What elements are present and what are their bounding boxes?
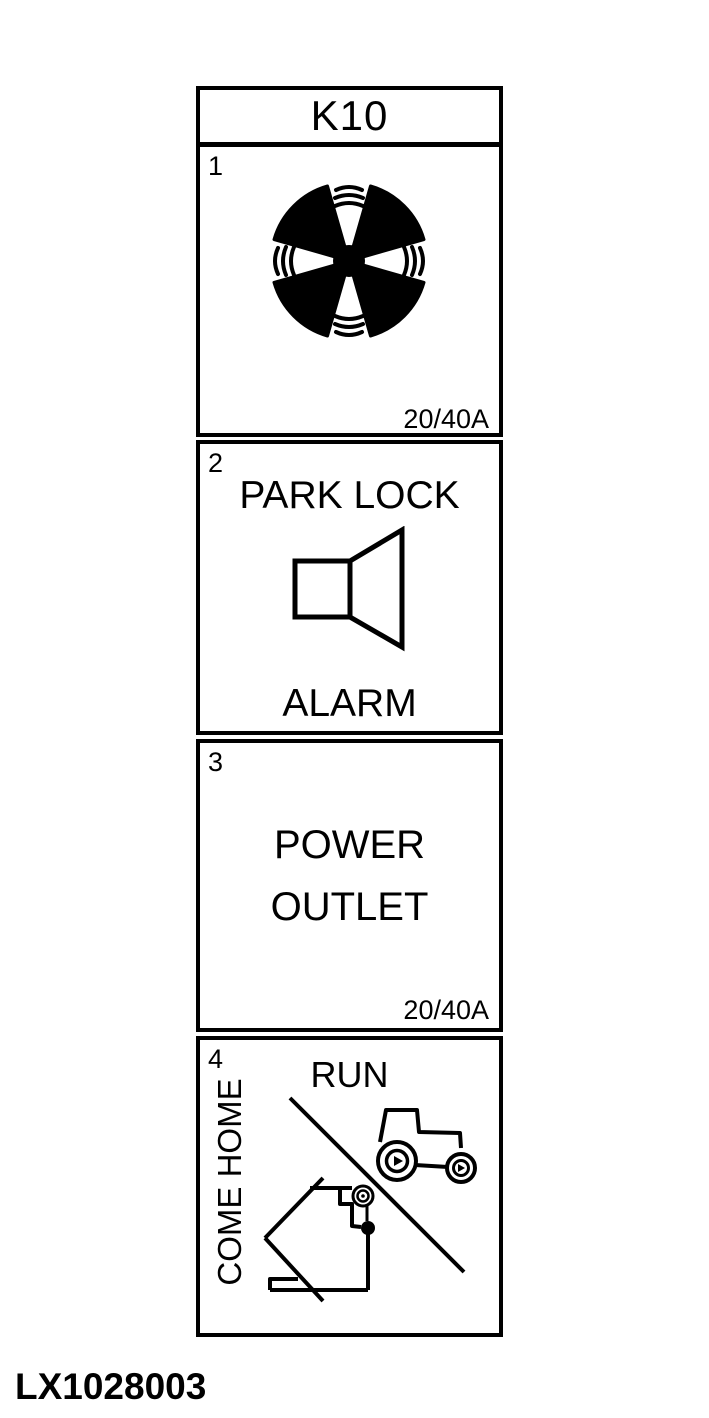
cell-1-amp-rating: 20/40A: [403, 404, 489, 434]
figure-id-label: LX1028003: [15, 1366, 207, 1407]
relay-cell-1: 1: [200, 147, 499, 437]
cell-3-number: 3: [208, 747, 224, 777]
run-label: RUN: [310, 1054, 389, 1095]
cell-4-number: 4: [208, 1044, 224, 1074]
run-come-home-graphic: [263, 1096, 477, 1303]
alarm-speaker-icon: [292, 526, 405, 652]
outlet-label: OUTLET: [270, 885, 429, 929]
relay-cell-4: 4 RUN COME HOME: [196, 1036, 503, 1337]
cell-1-number: 1: [208, 151, 224, 181]
power-label: POWER: [273, 823, 426, 867]
come-home-garage-icon: [263, 1176, 375, 1303]
relay-cell-2: 2 PARK LOCK ALARM: [196, 440, 503, 735]
cell-3-amp-rating: 20/40A: [403, 995, 489, 1025]
air-flow-lines: [273, 185, 425, 337]
relay-k10-card: K10 1: [196, 86, 503, 1337]
relay-cell-3: 3 POWER OUTLET 20/40A: [196, 739, 503, 1032]
fan-icon: [272, 184, 426, 338]
relay-box-header-cell1: K10 1: [196, 86, 503, 437]
alarm-label: ALARM: [282, 682, 417, 725]
relay-title: K10: [200, 90, 499, 147]
park-lock-label: PARK LOCK: [239, 474, 460, 517]
tractor-icon: [376, 1108, 477, 1184]
diagonal-divider-line: [288, 1096, 466, 1274]
cell-2-number: 2: [208, 448, 224, 478]
